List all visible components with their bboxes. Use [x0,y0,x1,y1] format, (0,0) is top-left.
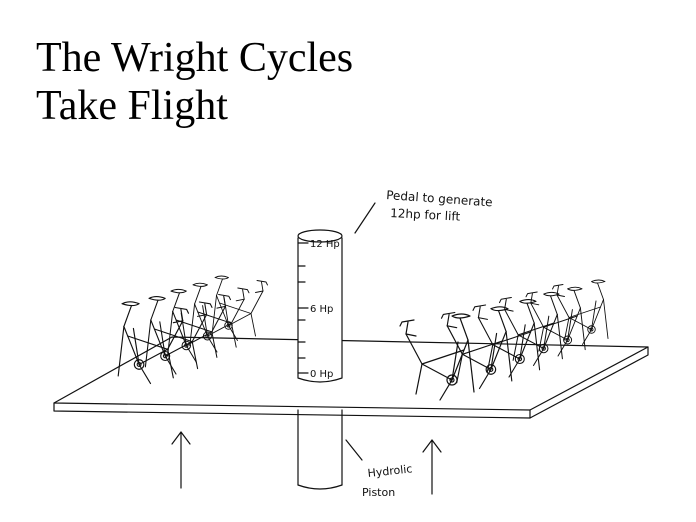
platform [53,336,649,419]
bicycle [472,299,541,378]
bicycle [498,291,563,367]
bicycle [399,313,475,401]
bicycles [117,275,609,401]
gauge-label: 0 Hp [310,369,333,380]
piston-note-line-1: Hydrolic [367,462,413,480]
gauge-labels: 12 Hp 6 Hp 0 Hp [310,239,340,380]
title-line-2: Take Flight [36,83,228,129]
piston-note-line-2: Piston [362,486,395,499]
lift-gauge-column [297,229,343,383]
piston-note-leader [345,439,363,461]
bicycle [440,306,513,390]
bicycle [525,286,586,357]
pedal-note-line-2: 12hp for lift [390,206,461,224]
pedal-note-leader [354,202,376,234]
title-line-1: The Wright Cycles [36,35,354,81]
left-lift-arrow [171,431,191,489]
slide-title: The Wright Cycles Take Flight [36,34,353,130]
gauge-major-ticks [297,242,309,374]
right-lift-arrow [422,439,442,495]
bicycle [167,288,232,364]
hydraulic-piston [297,409,343,490]
bicycle [552,279,609,345]
gauge-label: 6 Hp [310,304,333,315]
bicycle [211,275,268,341]
gauge-label: 12 Hp [310,239,340,250]
